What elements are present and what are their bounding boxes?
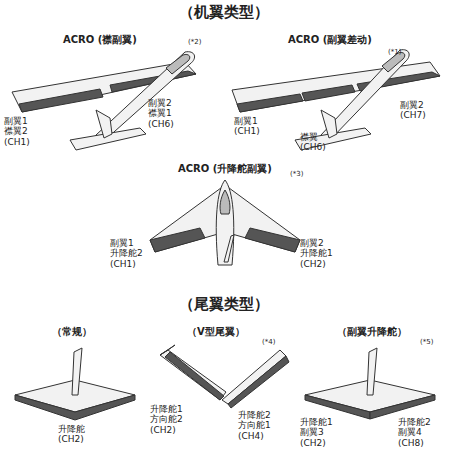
surface-label: 襟翼 (CH6): [300, 132, 340, 153]
surface-label: 副翼1 升降舵2 (CH1): [110, 238, 150, 269]
surface-label: 升降舵2 副翼4 (CH8): [398, 417, 438, 448]
note-number: (*1): [388, 48, 401, 56]
surface-label: 副翼1 (CH1): [234, 116, 268, 137]
surface-label: 副翼2 升降舵1 (CH2): [300, 238, 340, 269]
tail-type-title: （V型尾翼）: [187, 326, 245, 338]
surface-label: 升降舵 (CH2): [58, 424, 98, 445]
tail-type-title: （副翼升降舵）: [337, 326, 407, 338]
note-number: (*5): [420, 338, 433, 346]
surface-label: 副翼1 襟翼2 (CH1): [4, 116, 38, 147]
surface-label: 升降舵1 副翼3 (CH2): [300, 417, 336, 448]
wing-type-title: ACRO (升降舵副翼): [178, 163, 272, 175]
note-number: (*2): [188, 38, 201, 46]
section-title: （机翼类型）: [179, 4, 269, 21]
surface-label: 升降舵2 方向舵1 (CH4): [238, 410, 278, 441]
wing-type-title: ACRO (襟副翼): [63, 34, 137, 46]
tail-type-title: （常规）: [52, 326, 92, 338]
section-title: （尾翼类型）: [179, 296, 269, 313]
surface-label: 升降舵1 方向舵2 (CH2): [150, 404, 190, 435]
surface-label: 副翼2 襟翼1 (CH6): [148, 98, 182, 129]
note-number: (*3): [290, 170, 303, 178]
wing-type-title: ACRO (副翼差动): [288, 34, 372, 46]
note-number: (*4): [262, 338, 275, 346]
surface-label: 副翼2 (CH7): [400, 100, 440, 121]
